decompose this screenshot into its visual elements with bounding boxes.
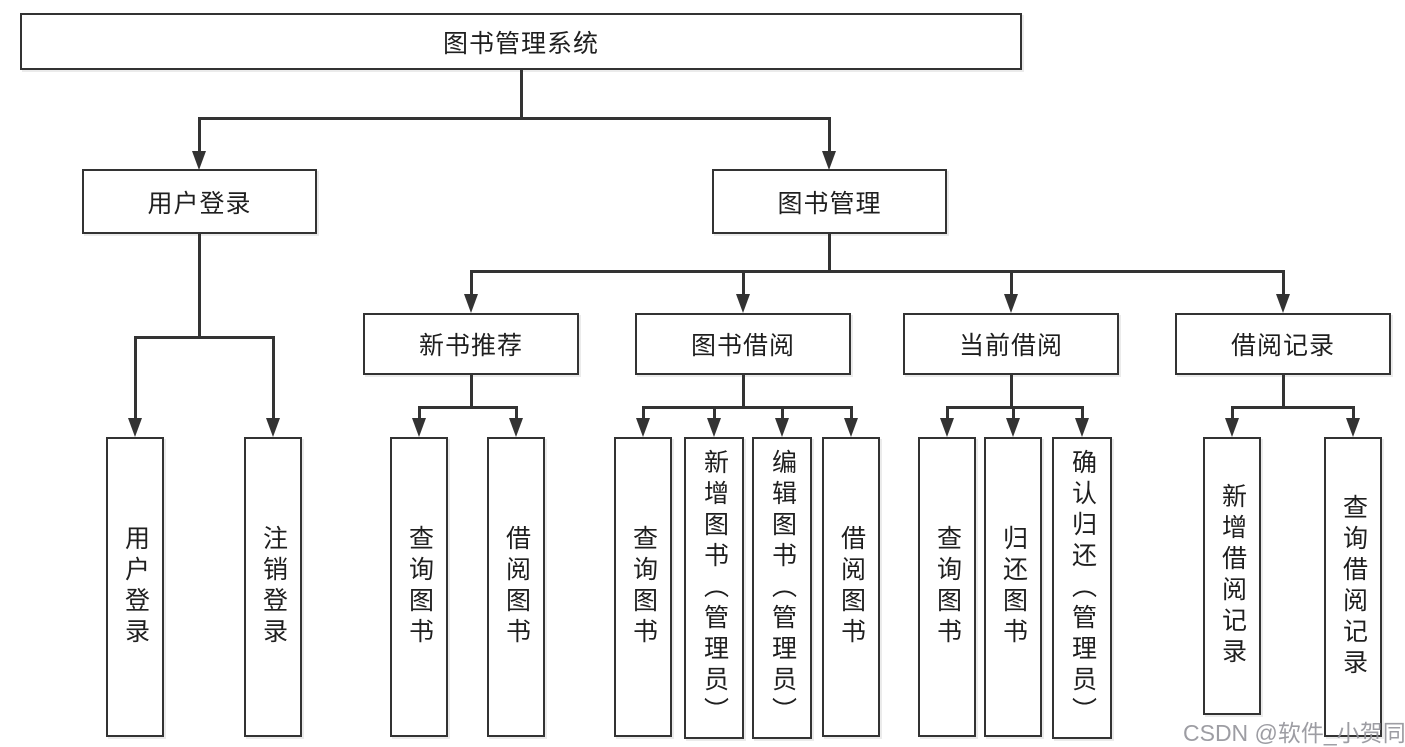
arrow-down-icon: [1276, 294, 1290, 313]
leaf-user-login-label: 用户登录: [121, 525, 150, 649]
connector-line: [1282, 375, 1285, 409]
connector-line: [781, 406, 784, 420]
node-book-mgmt: 图书管理: [712, 169, 947, 234]
leaf-borrow-book-2: 借阅图书: [822, 437, 880, 737]
arrow-down-icon: [1004, 294, 1018, 313]
leaf-query-book-1: 查询图书: [390, 437, 448, 737]
leaf-query-book-2-label: 查询图书: [629, 525, 658, 649]
connector-line: [418, 406, 421, 420]
connector-line: [1352, 406, 1355, 420]
arrow-down-icon: [1346, 418, 1360, 437]
leaf-query-book-1-label: 查询图书: [405, 525, 434, 649]
arrow-down-icon: [1075, 418, 1089, 437]
connector-line: [520, 70, 523, 118]
leaf-query-book-3: 查询图书: [918, 437, 976, 737]
connector-line: [272, 336, 275, 420]
leaf-edit-book-label: 编辑图书（管理员）: [768, 448, 797, 728]
arrow-down-icon: [736, 294, 750, 313]
node-borrow-records: 借阅记录: [1175, 313, 1391, 375]
arrow-down-icon: [844, 418, 858, 437]
connector-line: [1081, 406, 1084, 420]
arrow-down-icon: [636, 418, 650, 437]
node-root-label: 图书管理系统: [442, 29, 599, 58]
node-new-book-rec-label: 新书推荐: [418, 332, 523, 360]
leaf-logout-label: 注销登录: [259, 525, 288, 649]
node-current-borrow: 当前借阅: [903, 313, 1119, 375]
connector-line: [134, 336, 274, 339]
node-new-book-rec: 新书推荐: [363, 313, 579, 375]
node-current-borrow-label: 当前借阅: [958, 332, 1063, 360]
connector-line: [418, 406, 518, 409]
node-user-login-label: 用户登录: [147, 189, 252, 218]
connector-line: [198, 234, 201, 338]
arrow-down-icon: [775, 418, 789, 437]
connector-line: [1231, 406, 1354, 409]
leaf-confirm-return: 确认归还（管理员）: [1052, 437, 1112, 739]
leaf-query-record-label: 查询借阅记录: [1339, 494, 1368, 680]
connector-line: [470, 375, 473, 409]
arrow-down-icon: [822, 151, 836, 170]
arrow-down-icon: [412, 418, 426, 437]
connector-line: [515, 406, 518, 420]
connector-line: [134, 336, 137, 420]
leaf-user-login: 用户登录: [106, 437, 164, 737]
connector-line: [742, 375, 745, 409]
connector-line: [642, 406, 852, 409]
connector-line: [828, 117, 831, 153]
connector-line: [1231, 406, 1234, 420]
connector-line: [642, 406, 645, 420]
leaf-borrow-book-2-label: 借阅图书: [837, 525, 866, 649]
arrow-down-icon: [509, 418, 523, 437]
arrow-down-icon: [266, 418, 280, 437]
node-book-borrow-label: 图书借阅: [690, 332, 795, 360]
connector-line: [1282, 270, 1285, 296]
connector-line: [470, 270, 1284, 273]
leaf-return-book-label: 归还图书: [999, 525, 1028, 649]
connector-line: [198, 117, 831, 120]
leaf-confirm-return-label: 确认归还（管理员）: [1068, 448, 1097, 728]
connector-line: [1010, 270, 1013, 296]
connector-line: [713, 406, 716, 420]
leaf-return-book: 归还图书: [984, 437, 1042, 737]
arrow-down-icon: [1225, 418, 1239, 437]
connector-line: [198, 117, 201, 153]
connector-line: [742, 270, 745, 296]
leaf-query-book-3-label: 查询图书: [933, 525, 962, 649]
leaf-borrow-book-1-label: 借阅图书: [502, 525, 531, 649]
leaf-add-book-label: 新增图书（管理员）: [700, 448, 729, 728]
arrow-down-icon: [707, 418, 721, 437]
arrow-down-icon: [192, 151, 206, 170]
node-borrow-records-label: 借阅记录: [1230, 332, 1335, 360]
arrow-down-icon: [128, 418, 142, 437]
leaf-query-record: 查询借阅记录: [1324, 437, 1382, 737]
connector-line: [828, 234, 831, 273]
arrow-down-icon: [940, 418, 954, 437]
connector-line: [1012, 406, 1015, 420]
connector-line: [470, 270, 473, 296]
node-book-borrow: 图书借阅: [635, 313, 851, 375]
node-root: 图书管理系统: [20, 13, 1022, 70]
connector-line: [850, 406, 853, 420]
leaf-logout: 注销登录: [244, 437, 302, 737]
arrow-down-icon: [1006, 418, 1020, 437]
leaf-add-record-label: 新增借阅记录: [1218, 483, 1247, 669]
connector-line: [946, 406, 1083, 409]
connector-line: [1010, 375, 1013, 409]
node-book-mgmt-label: 图书管理: [777, 189, 882, 218]
connector-line: [946, 406, 949, 420]
leaf-edit-book: 编辑图书（管理员）: [752, 437, 812, 739]
csdn-watermark: CSDN @软件_小贺同学: [1183, 720, 1405, 746]
leaf-add-book: 新增图书（管理员）: [684, 437, 744, 739]
arrow-down-icon: [464, 294, 478, 313]
leaf-borrow-book-1: 借阅图书: [487, 437, 545, 737]
leaf-add-record: 新增借阅记录: [1203, 437, 1261, 715]
node-user-login: 用户登录: [82, 169, 317, 234]
leaf-query-book-2: 查询图书: [614, 437, 672, 737]
